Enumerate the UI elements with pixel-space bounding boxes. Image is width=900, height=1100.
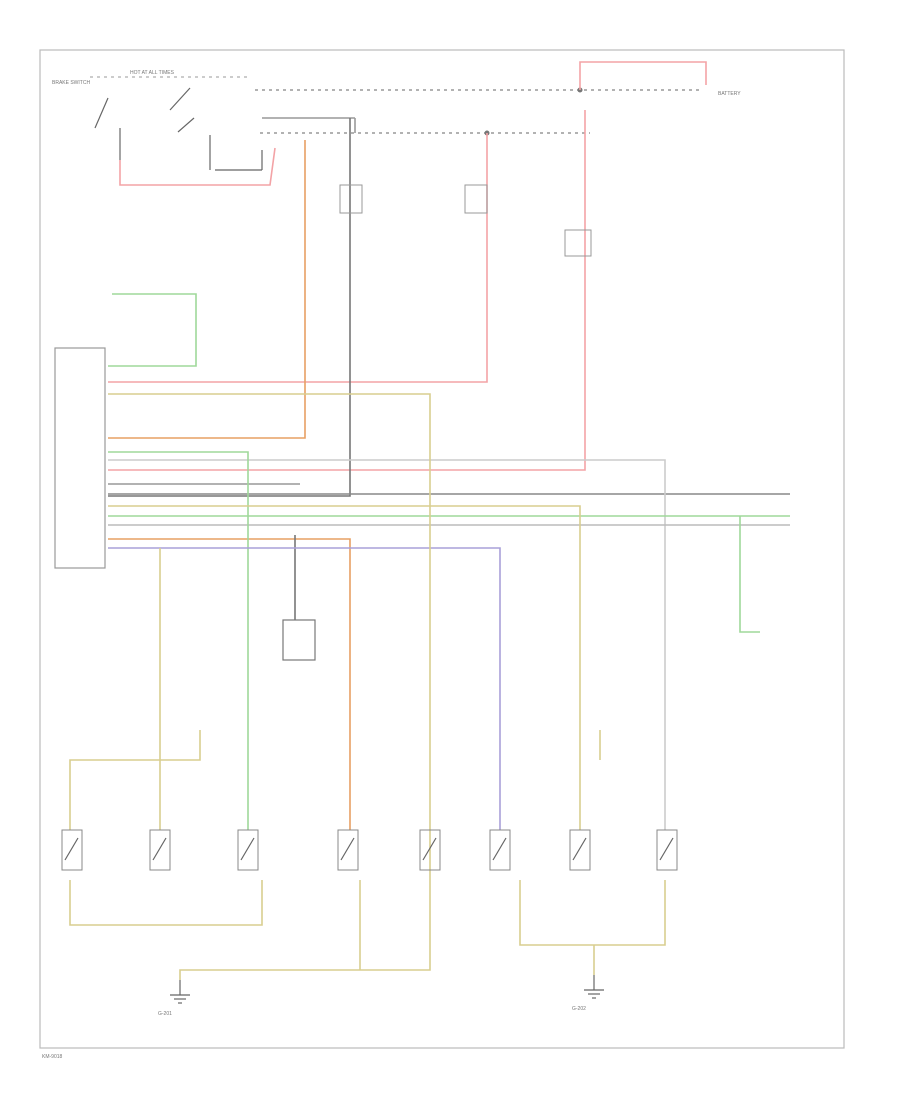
red-wire-right	[108, 110, 586, 471]
switch-2	[149, 829, 171, 871]
switch-4	[337, 829, 359, 871]
ground-left-symbol	[170, 980, 190, 1004]
top-bus	[255, 87, 700, 136]
mid-connector-box	[464, 184, 488, 214]
red-wire-top	[119, 147, 276, 186]
green-wires	[108, 293, 790, 830]
red-wires	[108, 61, 707, 471]
red-wire-battery	[579, 61, 707, 90]
hot-at-all-times-label: HOT AT ALL TIMES	[130, 70, 175, 76]
battery-label: BATTERY	[718, 91, 741, 97]
switch-6	[489, 829, 511, 871]
ground-right-symbol	[584, 975, 604, 999]
switch-7	[569, 829, 591, 871]
relay-box	[282, 619, 316, 661]
bottom-switch-row	[61, 829, 678, 871]
yellow-wires	[69, 393, 666, 980]
top-left-label: BRAKE SWITCH	[52, 80, 90, 86]
diagram-frame	[39, 49, 845, 1049]
ignition-switch-cluster	[90, 76, 263, 171]
switch-3	[237, 829, 259, 871]
ground-left-label: G-201	[158, 1011, 172, 1017]
switch-1	[61, 829, 83, 871]
orange-wires	[108, 140, 351, 830]
dark-wires	[108, 118, 790, 830]
ground-right-label: G-202	[572, 1006, 586, 1012]
blue-wire	[108, 547, 501, 830]
right-connector-box	[339, 184, 363, 214]
footer-code: KM-9018	[42, 1054, 63, 1060]
red-wire-mid	[108, 133, 488, 383]
lamp-box	[564, 229, 592, 257]
module-connector	[54, 347, 106, 569]
switch-8	[656, 829, 678, 871]
switch-5	[419, 829, 441, 871]
